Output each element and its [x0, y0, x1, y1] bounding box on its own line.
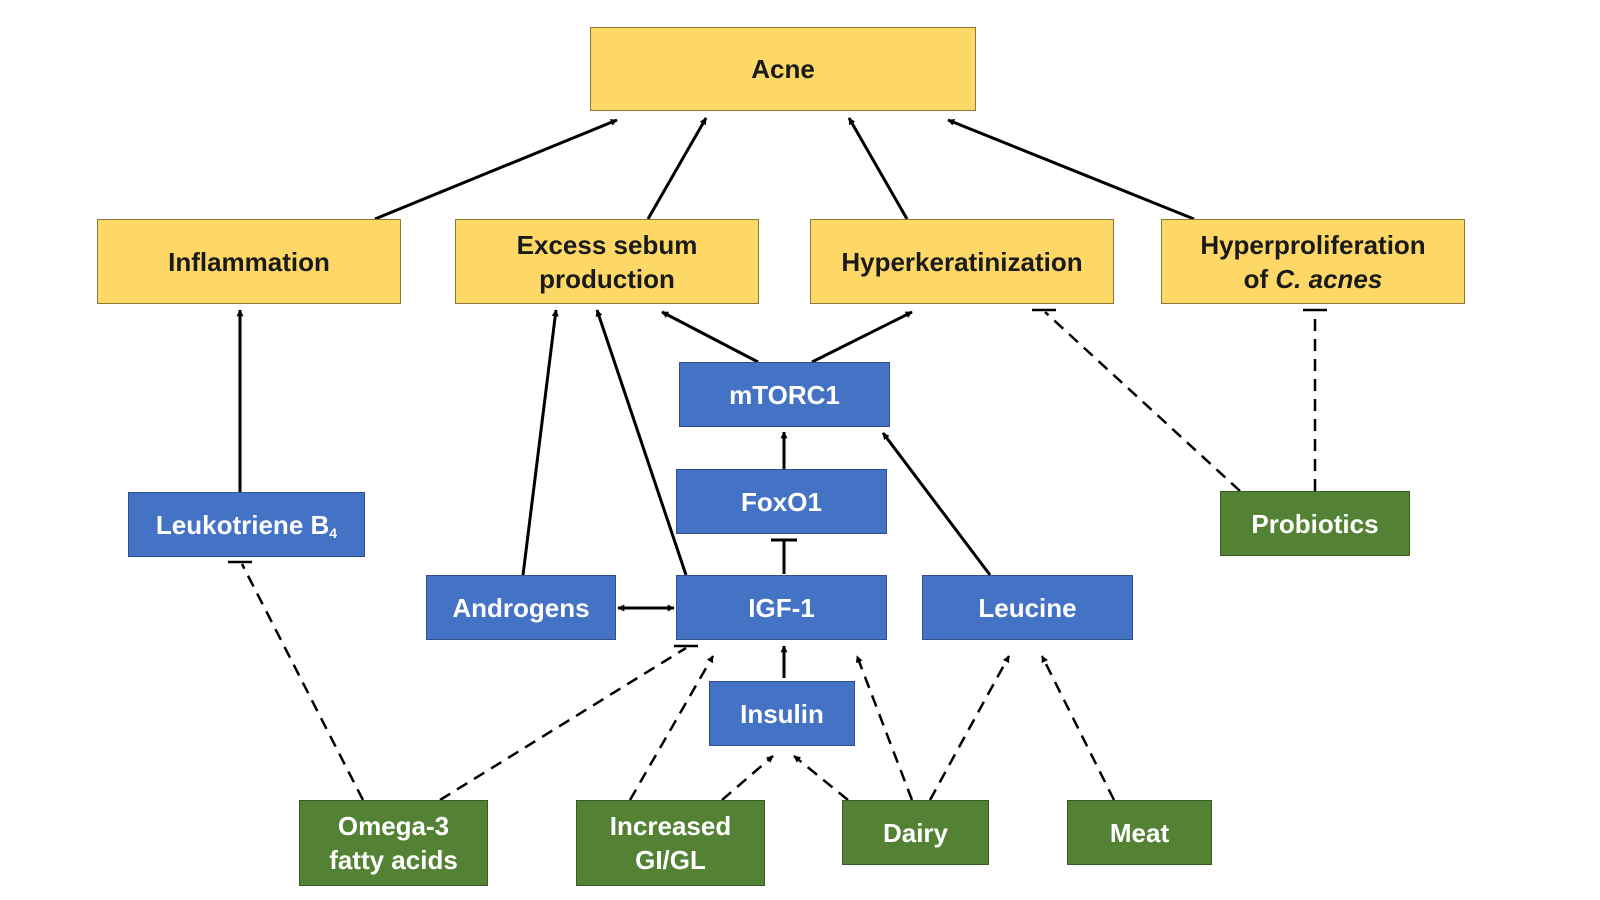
- inflammation-box: Inflammation: [97, 219, 401, 304]
- edge-gi-to-insulin: [721, 755, 774, 801]
- edge-meat-to-leucine: [1040, 655, 1116, 801]
- excess-sebum-box: Excess sebum production: [455, 219, 759, 304]
- hyperkeratinization-box: Hyperkeratinization: [810, 219, 1114, 304]
- leukotriene-label: Leukotriene B4: [156, 508, 337, 542]
- inflammation-label: Inflammation: [168, 246, 330, 277]
- foxo1-box: FoxO1: [676, 469, 887, 534]
- mtorc1-label: mTORC1: [729, 379, 840, 410]
- edge-hyperkeratinization-to-acne: [847, 117, 909, 220]
- probiotics-label: Probiotics: [1251, 508, 1379, 539]
- leucine-box: Leucine: [922, 575, 1133, 640]
- edge-omega3-inhibits-igf1: [439, 646, 687, 802]
- leukotriene-subscript: 4: [329, 524, 338, 541]
- edge-gi-to-igf1: [628, 655, 715, 801]
- dairy-box: Dairy: [842, 800, 989, 865]
- edge-hyperproliferation-to-acne: [947, 118, 1195, 221]
- edge-dairy-to-igf1: [855, 655, 914, 801]
- omega3-label-line2: fatty acids: [329, 845, 458, 875]
- dairy-label: Dairy: [882, 817, 949, 848]
- increased-gi-label-line1: Increased: [609, 811, 732, 841]
- androgens-box: Androgens: [426, 575, 616, 640]
- edge-mtorc1-to-hyperkeratinization: [811, 310, 913, 364]
- mtorc1-box: mTORC1: [679, 362, 890, 427]
- hyperproliferation-label-line1: Hyperproliferation: [1200, 229, 1426, 260]
- omega3-label-line1: Omega-3: [337, 811, 450, 841]
- foxo1-label: FoxO1: [741, 486, 822, 517]
- increased-gi-label-line2: GI/GL: [635, 845, 706, 875]
- edge-inflammation-to-acne: [374, 118, 618, 221]
- hyperproliferation-label-line2: of C. acnes: [1244, 262, 1383, 296]
- hyperproliferation-species-text: C. acnes: [1275, 263, 1383, 294]
- leukotriene-box: Leukotriene B4: [128, 492, 365, 557]
- probiotics-box: Probiotics: [1220, 491, 1410, 556]
- edge-probiotics-inhibits-hyperkeratinization: [1044, 311, 1241, 492]
- edge-dairy-to-insulin: [793, 755, 849, 801]
- acne-label: Acne: [751, 54, 815, 84]
- leucine-label: Leucine: [978, 592, 1077, 623]
- edge-mtorc1-to-excess-sebum: [661, 310, 759, 364]
- omega3-box: Omega-3 fatty acids: [299, 800, 488, 886]
- edge-omega3-inhibits-leukotriene: [240, 563, 365, 801]
- edge-dairy-to-leucine: [928, 655, 1011, 801]
- edge-androgens-to-excess-sebum: [521, 309, 559, 576]
- hyperkeratinization-label: Hyperkeratinization: [841, 246, 1083, 277]
- excess-sebum-label-line1: Excess sebum: [516, 229, 698, 260]
- edge-leucine-to-mtorc1: [881, 432, 992, 576]
- insulin-box: Insulin: [709, 681, 855, 746]
- hyperproliferation-box: Hyperproliferation of C. acnes: [1161, 219, 1465, 304]
- meat-box: Meat: [1067, 800, 1212, 865]
- edge-igf1-to-excess-sebum: [595, 309, 688, 576]
- excess-sebum-label-line2: production: [539, 263, 675, 294]
- igf1-box: IGF-1: [676, 575, 887, 640]
- igf1-label: IGF-1: [748, 592, 815, 623]
- edge-excess-sebum-to-acne: [646, 117, 708, 220]
- hyperproliferation-of-text: of: [1243, 263, 1269, 294]
- increased-gi-box: Increased GI/GL: [576, 800, 765, 886]
- meat-label: Meat: [1109, 817, 1170, 848]
- leukotriene-text: Leukotriene B: [155, 509, 330, 540]
- insulin-label: Insulin: [740, 698, 824, 729]
- acne-box: Acne: [590, 27, 976, 111]
- androgens-label: Androgens: [452, 592, 590, 623]
